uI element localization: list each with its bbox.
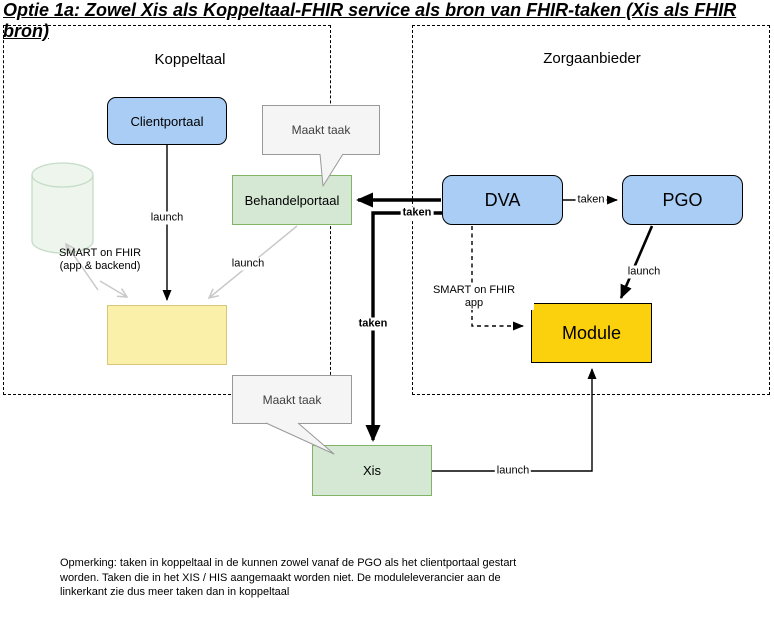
callout-maakt-taak-behandelportaal: Maakt taak [262,105,380,155]
edge-label-taken-dva-xis: taken [356,317,390,331]
edge-label-launch-pgo-module: launch [625,265,663,279]
pgo-node[interactable]: PGO [622,175,743,225]
behandelportaal-node[interactable]: Behandelportaal [232,175,352,225]
smart-on-fhir-backend-line2: (app & backend) [59,260,141,272]
koppeltaal-container-label: Koppeltaal [154,51,226,68]
module-yellow-box[interactable] [107,305,227,365]
smart-on-fhir-backend-label: SMART on FHIR (app & backend) [25,247,175,273]
edge-label-launch-clientportaal: launch [148,211,186,225]
module-node[interactable]: Module [531,303,652,363]
xis-node[interactable]: Xis [312,445,432,496]
edge-label-launch-behandelportaal: launch [229,257,267,271]
edge-label-launch-xis-module: launch [494,464,532,478]
remark-note: Opmerking: taken in koppeltaal in de kun… [60,557,517,599]
smart-on-fhir-app-line1: SMART on FHIR [432,284,516,296]
smart-on-fhir-app-label: SMART on FHIR app [414,284,534,310]
page-title: Optie 1a: Zowel Xis als Koppeltaal-FHIR … [3,0,737,41]
callout-maakt-taak-xis: Maakt taak [232,375,352,424]
zorgaanbieder-container-label: Zorgaanbieder [543,50,641,67]
dva-node[interactable]: DVA [442,175,563,225]
edge-label-taken-dva-pgo: taken [575,193,607,207]
edge-label-taken-dva-behandelportaal: taken [400,206,434,220]
smart-on-fhir-backend-line1: SMART on FHIR [58,247,142,259]
clientportaal-node[interactable]: Clientportaal [107,97,227,145]
smart-on-fhir-app-line2: app [464,297,484,309]
